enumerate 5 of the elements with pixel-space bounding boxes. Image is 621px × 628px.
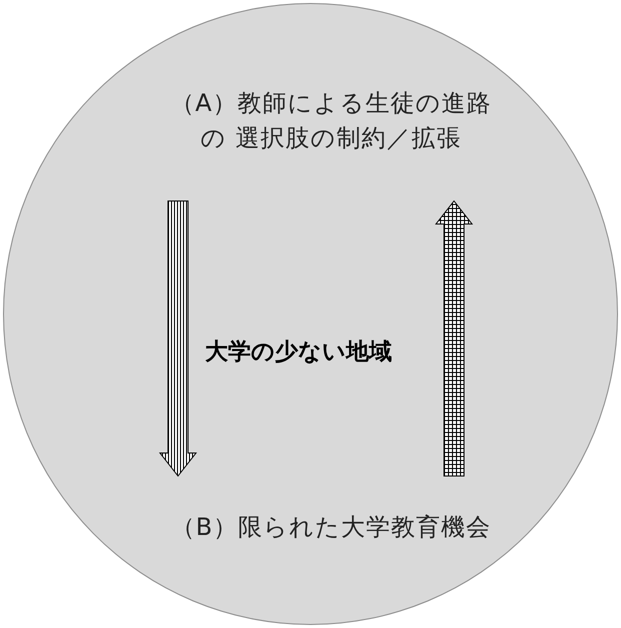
region-label: 大学の少ない地域 <box>205 338 392 367</box>
block-arrow <box>158 200 198 477</box>
factor-text: （B）限られた大学教育機会 <box>170 512 492 543</box>
factor-text: （A）教師による生徒の進路の 選択肢の制約／拡張 <box>169 88 493 154</box>
block-arrow <box>434 200 474 476</box>
